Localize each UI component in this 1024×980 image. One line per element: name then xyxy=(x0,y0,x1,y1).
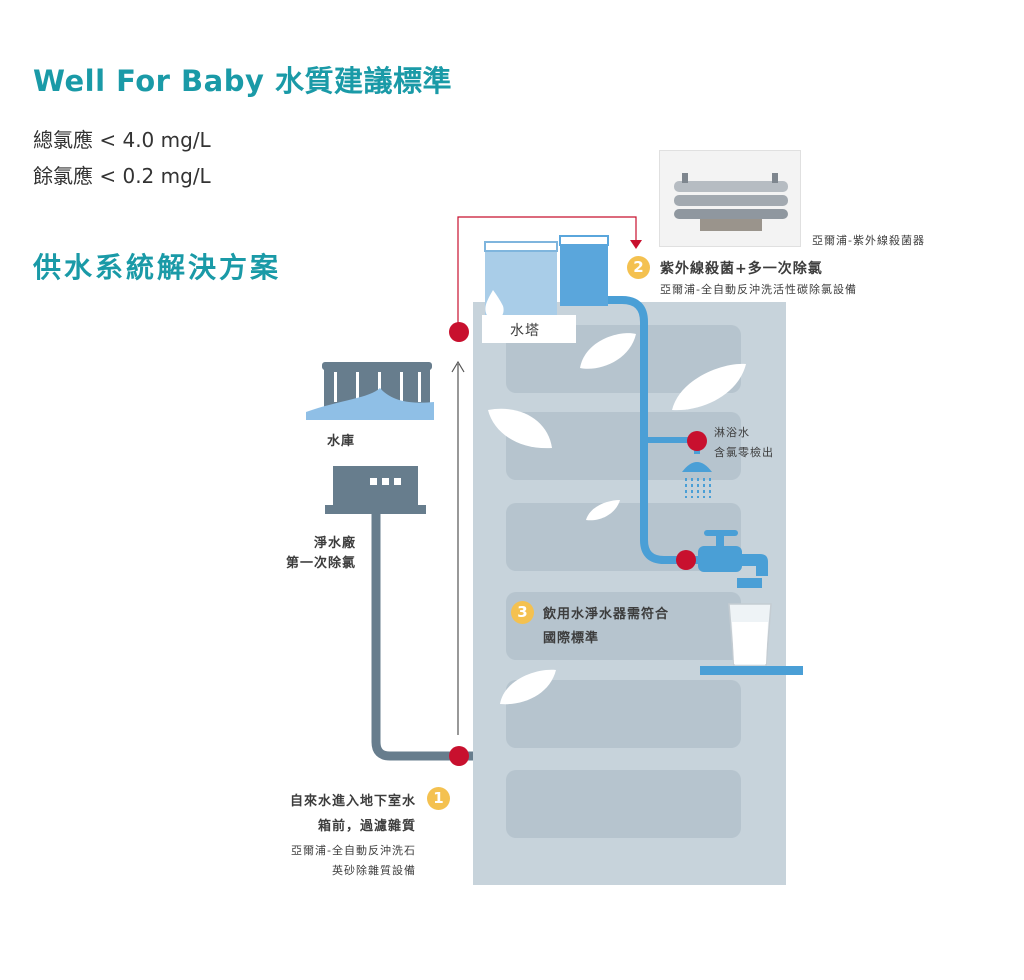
leaf-icon xyxy=(586,500,620,521)
purification-plant-icon xyxy=(325,466,426,514)
step-1-sub-line2: 英砂除雜質設備 xyxy=(332,864,416,877)
shower-label-line2: 含氯零檢出 xyxy=(714,446,774,459)
step-1-sub-line1: 亞爾浦-全自動反沖洗石 xyxy=(291,844,416,857)
step-3-line2: 國際標準 xyxy=(543,631,600,646)
step-1-badge: 1 xyxy=(427,787,450,810)
step-2-subtitle: 亞爾浦-全自動反沖洗活性碳除氯設備 xyxy=(660,283,857,296)
node-basement-inlet xyxy=(449,746,469,766)
page-title: Well For Baby 水質建議標準 xyxy=(33,64,452,98)
plant-label-line2: 第一次除氯 xyxy=(285,556,356,571)
water-tower-tanks xyxy=(482,235,609,343)
step-3-line1: 飲用水淨水器需符合 xyxy=(543,607,670,622)
uv-caption: 亞爾浦-紫外線殺菌器 xyxy=(812,234,925,247)
reservoir-label: 水庫 xyxy=(327,434,356,449)
tank-left-roof xyxy=(484,241,558,252)
leaf-icon xyxy=(672,363,746,411)
node-tower-inlet xyxy=(449,322,469,342)
step-2-title: 紫外線殺菌+多一次除氯 xyxy=(660,261,823,277)
distribution-pipe xyxy=(608,296,700,564)
drinking-glass-icon xyxy=(728,603,772,667)
supply-pipe xyxy=(371,514,473,761)
leaf-icon xyxy=(580,333,636,369)
uv-sterilizer-image xyxy=(659,150,801,247)
shelf xyxy=(700,666,803,675)
node-faucet xyxy=(676,550,696,570)
step-1-line2: 箱前，過濾雜質 xyxy=(317,819,416,834)
step-2-badge: 2 xyxy=(627,256,650,279)
checkpoint-nodes xyxy=(449,322,707,766)
node-shower xyxy=(687,431,707,451)
water-tower-label: 水塔 xyxy=(510,323,540,339)
leaf-icon xyxy=(488,408,552,449)
floor-panel xyxy=(506,680,741,748)
residual-chlorine-standard: 餘氯應 < 0.2 mg/L xyxy=(33,164,211,188)
water-drop-icon xyxy=(485,290,504,321)
leaf-icon xyxy=(500,669,556,705)
tank-right-roof xyxy=(559,235,609,246)
uv-connector-line xyxy=(457,216,637,332)
section-title: 供水系統解決方案 xyxy=(33,251,282,284)
arrow-down-icon xyxy=(630,240,642,249)
leaf-decorations xyxy=(488,333,746,705)
step-1-line1: 自來水進入地下室水 xyxy=(289,794,416,809)
building-floors xyxy=(506,325,741,838)
floor-panel xyxy=(506,592,741,660)
floor-panel xyxy=(506,770,741,838)
shower-label-line1: 淋浴水 xyxy=(714,426,750,439)
step-3-badge: 3 xyxy=(511,601,534,624)
tower-label-box xyxy=(482,315,576,343)
floor-panel xyxy=(506,412,741,480)
faucet-icon xyxy=(698,530,768,588)
uv-sterilizer-icon xyxy=(674,173,788,231)
reservoir-icon xyxy=(306,362,434,420)
arrow-head-icon xyxy=(451,360,465,373)
tank-right xyxy=(560,242,608,306)
total-chlorine-standard: 總氯應 < 4.0 mg/L xyxy=(33,128,211,152)
plant-label-line1: 淨水廠 xyxy=(313,536,356,551)
